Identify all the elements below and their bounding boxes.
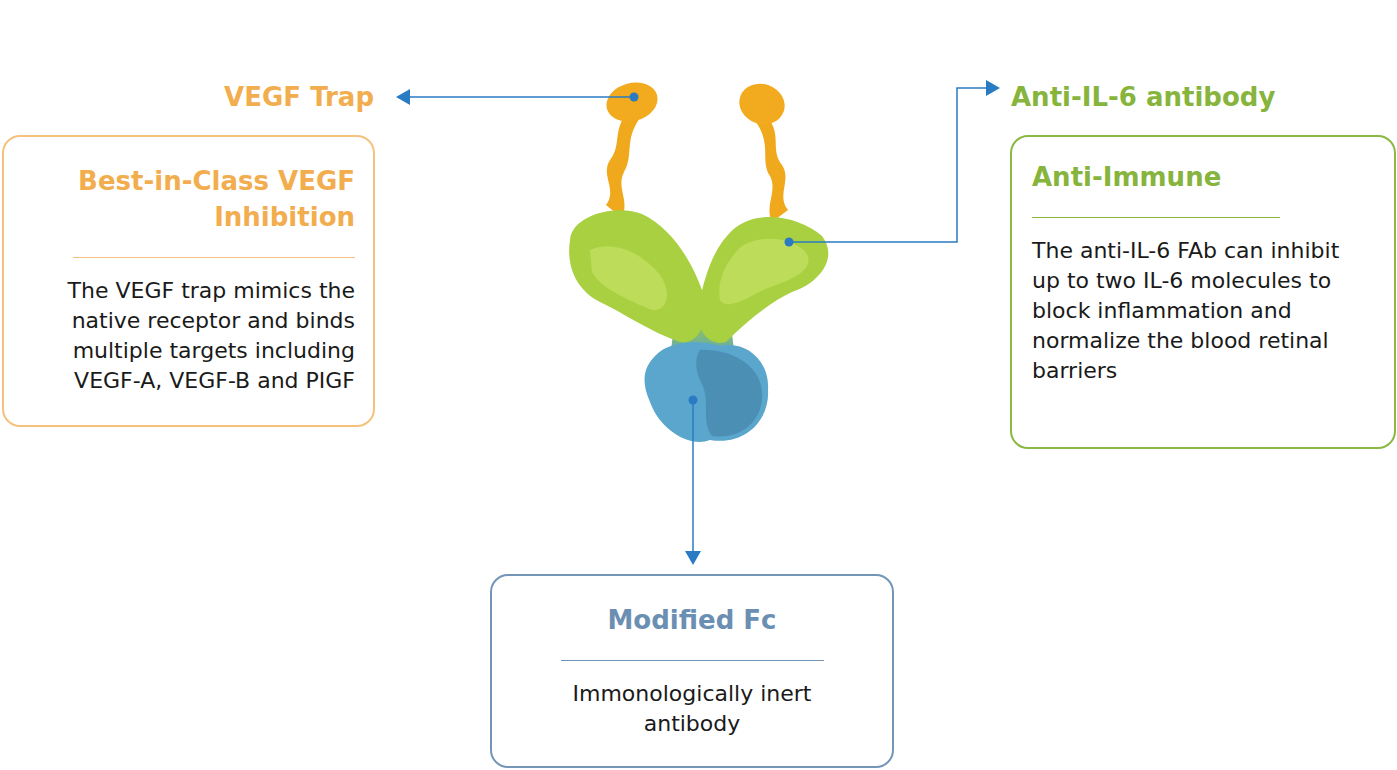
modified-fc-box: Modified Fc Immonologically inert antibod… — [490, 574, 894, 768]
vegf-trap-neck — [606, 112, 640, 218]
leader-line — [789, 88, 992, 242]
box-heading: Best-in-Class VEGF Inhibition — [73, 163, 355, 258]
vegf-trap-head — [734, 77, 791, 130]
box-heading: Anti-Immune — [1032, 159, 1280, 218]
vegf-trap-head — [602, 77, 662, 127]
leader-dot — [689, 396, 698, 405]
leader-line — [404, 96, 634, 98]
part-label: Anti-IL-6 antibody — [1011, 79, 1275, 115]
fab-shade — [590, 246, 667, 310]
arrowhead — [396, 89, 410, 105]
box-heading: Modified Fc — [561, 602, 824, 661]
arrowhead — [986, 80, 1000, 96]
part-label: VEGF Trap — [224, 79, 374, 115]
leader-dot — [630, 93, 639, 102]
leader-dot — [785, 238, 794, 247]
box-body: The VEGF trap mimics the native receptor… — [28, 276, 355, 396]
fc-region — [645, 342, 769, 442]
box-body: Immonologically inert antibody — [567, 679, 817, 739]
leader-line — [692, 400, 694, 556]
fab-shade — [719, 239, 808, 305]
box-body: The anti-IL-6 FAb can inhibit up to two … — [1032, 236, 1342, 386]
vegf-trap-box: VEGF TrapBest-in-Class VEGF InhibitionTh… — [2, 135, 375, 427]
anti-il6-box: Anti-IL-6 antibodyAnti-ImmuneThe anti-IL… — [1010, 135, 1396, 449]
fab-arm — [569, 210, 705, 342]
arrowhead — [685, 551, 701, 565]
fc-shade — [696, 350, 762, 437]
fab-arm — [698, 217, 828, 343]
vegf-trap-neck — [756, 118, 788, 222]
